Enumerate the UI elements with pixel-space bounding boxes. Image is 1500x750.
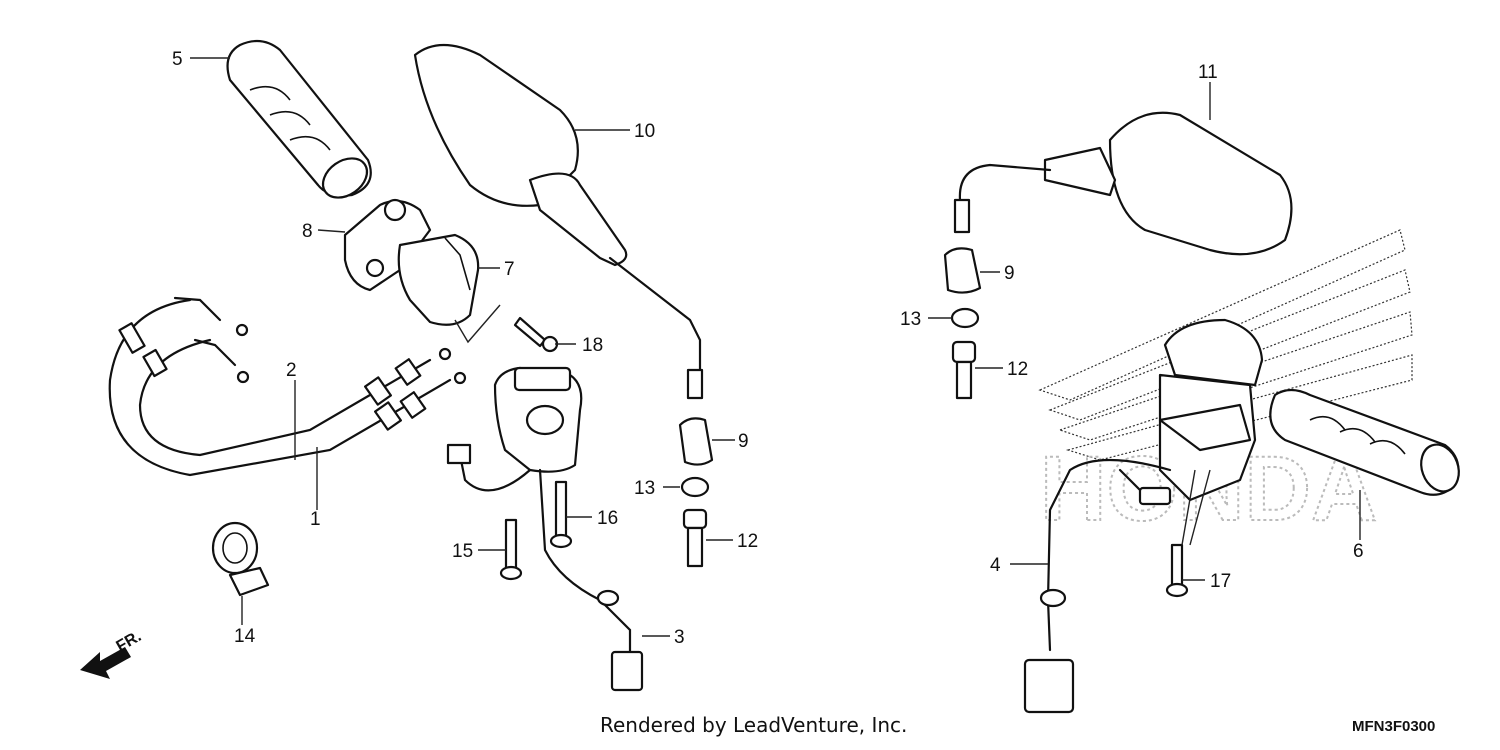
front-direction-arrow: FR. <box>80 628 144 679</box>
label-7[interactable]: 7 <box>504 259 515 280</box>
part-12-right-adapter[interactable] <box>951 340 977 400</box>
label-5[interactable]: 5 <box>172 49 183 70</box>
label-12-right[interactable]: 12 <box>1007 359 1028 380</box>
part-3-left-handlebar-switch[interactable] <box>446 366 644 692</box>
diagram-code: MFN3F0300 <box>1352 718 1435 735</box>
part-6-right-grip[interactable] <box>1269 388 1465 497</box>
part-5-left-grip[interactable] <box>226 39 375 206</box>
part-1-2-throttle-cables[interactable] <box>108 296 467 477</box>
part-12-left-adapter[interactable] <box>682 508 708 568</box>
label-8[interactable]: 8 <box>302 221 313 242</box>
label-16[interactable]: 16 <box>597 508 618 529</box>
label-13-left[interactable]: 13 <box>634 478 655 499</box>
label-11[interactable]: 11 <box>1198 62 1218 83</box>
part-17-screw[interactable] <box>1165 543 1189 598</box>
part-13-left-nut[interactable] <box>680 476 710 498</box>
label-18[interactable]: 18 <box>582 335 603 356</box>
label-2[interactable]: 2 <box>286 360 297 381</box>
label-9-right[interactable]: 9 <box>1004 263 1015 284</box>
label-1[interactable]: 1 <box>310 509 321 530</box>
label-12-left[interactable]: 12 <box>737 531 758 552</box>
part-number-labels: 5 8 7 18 2 1 10 9 13 12 14 15 16 3 11 9 … <box>172 49 1364 648</box>
leader-lines <box>190 57 1361 637</box>
part-16-screw[interactable] <box>549 480 573 549</box>
label-14[interactable]: 14 <box>234 626 256 647</box>
part-15-screw[interactable] <box>499 518 523 581</box>
part-7-throttle-housing-lower[interactable] <box>397 233 480 326</box>
footer-credit: Rendered by LeadVenture, Inc. <box>600 713 907 737</box>
part-13-right-nut[interactable] <box>950 307 980 329</box>
part-18-screw[interactable] <box>513 316 559 353</box>
label-10[interactable]: 10 <box>634 121 655 142</box>
label-17[interactable]: 17 <box>1210 571 1231 592</box>
part-9-left-spacer[interactable] <box>678 417 714 466</box>
label-3[interactable]: 3 <box>674 627 685 648</box>
part-9-right-spacer[interactable] <box>943 247 982 294</box>
part-4-right-handlebar-switch[interactable] <box>1023 318 1264 714</box>
label-4[interactable]: 4 <box>990 555 1001 576</box>
label-13-right[interactable]: 13 <box>900 309 921 330</box>
part-11-right-mirror[interactable] <box>953 111 1293 256</box>
label-9-left[interactable]: 9 <box>738 431 749 452</box>
label-15[interactable]: 15 <box>452 541 473 562</box>
part-14-clamp[interactable] <box>211 521 270 597</box>
part-10-left-mirror[interactable] <box>413 44 704 400</box>
label-6[interactable]: 6 <box>1353 541 1364 562</box>
arrow-icon <box>80 647 131 679</box>
